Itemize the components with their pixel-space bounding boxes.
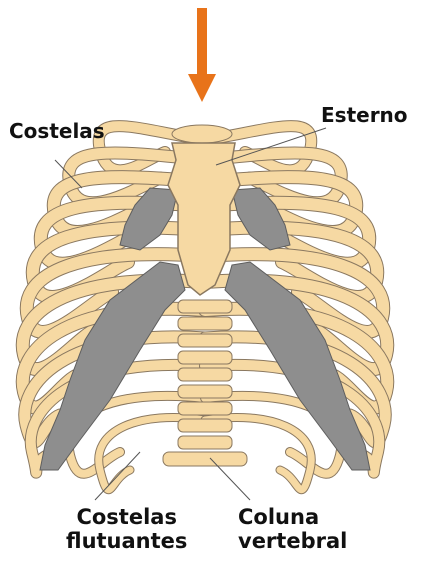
vertebra: [178, 436, 232, 449]
vertebra: [178, 351, 232, 364]
floating-ribs-label-line1: Costelas: [66, 505, 187, 529]
spine-label-line1: Coluna: [238, 505, 347, 529]
vertebra-lower: [163, 452, 247, 466]
vertebra-top: [172, 125, 232, 143]
sternum-label: Esterno: [321, 104, 408, 127]
down-arrow-icon: [188, 8, 216, 102]
floating-ribs-label: Costelas flutuantes: [66, 505, 187, 553]
spine-label: Coluna vertebral: [238, 505, 347, 553]
vertebral-column: [163, 300, 247, 466]
vertebra: [178, 368, 232, 381]
vertebra: [178, 317, 232, 330]
vertebra: [178, 385, 232, 398]
vertebra: [178, 300, 232, 313]
vertebra: [178, 334, 232, 347]
floating-ribs-label-line2: flutuantes: [66, 529, 187, 553]
ribs-label: Costelas: [9, 120, 105, 143]
vertebra: [178, 419, 232, 432]
spine-label-line2: vertebral: [238, 529, 347, 553]
vertebra: [178, 402, 232, 415]
